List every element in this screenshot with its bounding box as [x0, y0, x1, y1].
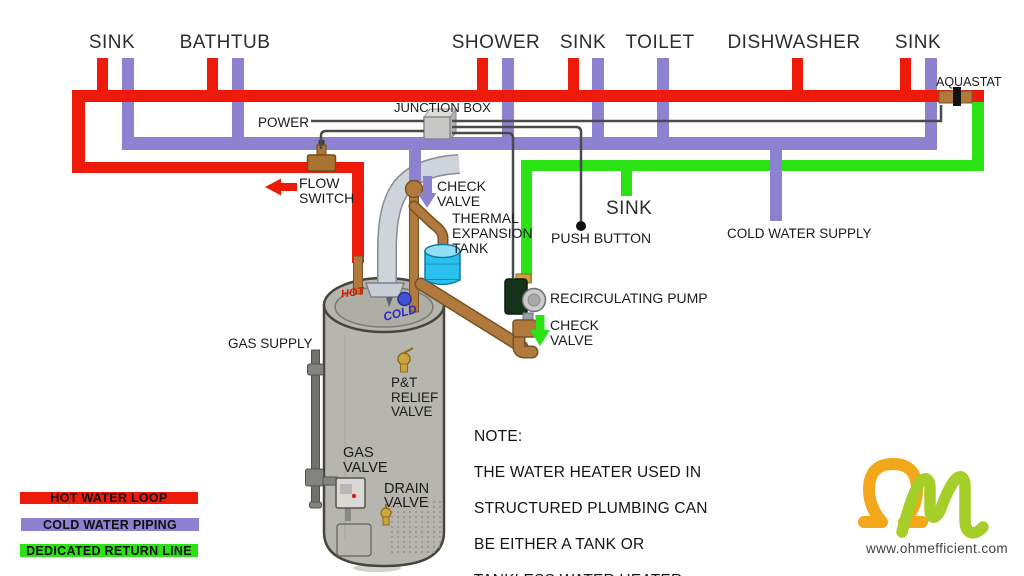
cold-stub-bathtub [232, 58, 244, 150]
recirculating-pump-device [504, 273, 547, 338]
check-valve-upper-arrow-icon [417, 176, 437, 208]
return-copper-diagonal [416, 279, 527, 352]
hot-stub-sink1 [97, 58, 108, 95]
legend-dedicated-return-line: DEDICATED RETURN LINE [20, 544, 198, 557]
label-power: POWER [258, 115, 310, 130]
website-url: www.ohmefficient.com [866, 541, 1009, 556]
label-push-button: PUSH BUTTON [551, 230, 652, 246]
pump-wire [452, 131, 515, 278]
legend-hot-water-loop: HOT WATER LOOP [20, 492, 198, 504]
hot-lower-run [72, 162, 363, 173]
fixture-label-bathtub: BATHTUB [179, 32, 271, 53]
note-block: NOTE: THE WATER HEATER USED IN STRUCTURE… [473, 428, 708, 576]
fixture-label-toilet: TOILET [625, 32, 695, 53]
hot-stub-sink2 [568, 58, 579, 95]
fixture-label-dishwasher: DISHWASHER [727, 32, 861, 53]
cold-stub-toilet [657, 58, 669, 150]
check-valve-lower-arrow-icon [530, 315, 550, 346]
cold-stub-sink2 [592, 58, 604, 150]
cold-stub-sink3 [925, 58, 937, 150]
hot-main-pipe [72, 90, 984, 102]
gas-supply-pipe [305, 349, 338, 509]
aquastat-device [938, 87, 973, 106]
flow-switch-wire [319, 129, 424, 149]
push-button-icon [576, 221, 586, 231]
label-aquastat: AQUASTAT [936, 75, 1002, 89]
label-cold-water-supply: COLD WATER SUPPLY [727, 226, 872, 241]
return-pipe-horizontal [521, 160, 984, 171]
hot-stub-dishwasher [792, 58, 803, 95]
copper-pipes [353, 179, 539, 359]
label-recirculating-pump: RECIRCULATING PUMP [550, 290, 708, 306]
burner-access-panel [336, 523, 372, 557]
return-pipe-sink-stub [621, 165, 632, 196]
thermal-expansion-tank [424, 243, 461, 286]
note-title: NOTE: [474, 428, 523, 445]
hot-inlet-copper [353, 255, 363, 295]
pt-relief-valve-icon [397, 347, 414, 373]
flue-collar [364, 282, 406, 298]
cold-main-pipe [122, 137, 937, 150]
hot-stub-sink3 [900, 58, 911, 95]
cold-feed-to-heater [409, 146, 421, 184]
label-sink-return: SINK [606, 198, 653, 219]
label-junction-box: JUNCTION BOX [394, 100, 491, 115]
hot-left-riser [72, 90, 85, 173]
hot-drop-to-heater [352, 162, 364, 263]
drain-valve-device [380, 504, 392, 526]
legend-cold-water-piping: COLD WATER PIPING [21, 518, 199, 531]
fixture-label-sink3: SINK [894, 32, 942, 53]
check-valve-lower-device [512, 319, 537, 338]
electrical-wires [311, 105, 943, 278]
burner-vent-mesh [388, 500, 442, 554]
cold-water-supply-drop [770, 146, 782, 221]
hot-stub-bathtub [207, 58, 218, 95]
return-pipe-right-riser [972, 99, 984, 171]
water-heater-tank [322, 276, 446, 572]
fixture-label-sink1: SINK [88, 32, 136, 53]
expansion-tank-branch-pipe [410, 202, 447, 254]
hot-stub-shower [477, 58, 488, 95]
flow-switch-left-arrow-icon [265, 178, 297, 196]
cold-shutoff-valve [397, 291, 412, 307]
gas-valve-device [335, 477, 366, 521]
flue-vent-pipe [364, 154, 460, 307]
ohm-logo-icon [858, 458, 989, 539]
aquastat-wire [452, 105, 943, 123]
fixture-label-shower: SHOWER [451, 32, 541, 53]
push-button-wire [452, 125, 583, 221]
cold-stub-sink1 [122, 58, 134, 150]
return-pipe-left-drop [521, 160, 532, 283]
label-gas-supply: GAS SUPPLY [228, 336, 313, 351]
fixture-label-sink2: SINK [559, 32, 607, 53]
return-copper-elbow [514, 333, 537, 357]
hot-water-loop-pipes [72, 58, 984, 263]
dedicated-return-line-pipes [521, 99, 984, 283]
